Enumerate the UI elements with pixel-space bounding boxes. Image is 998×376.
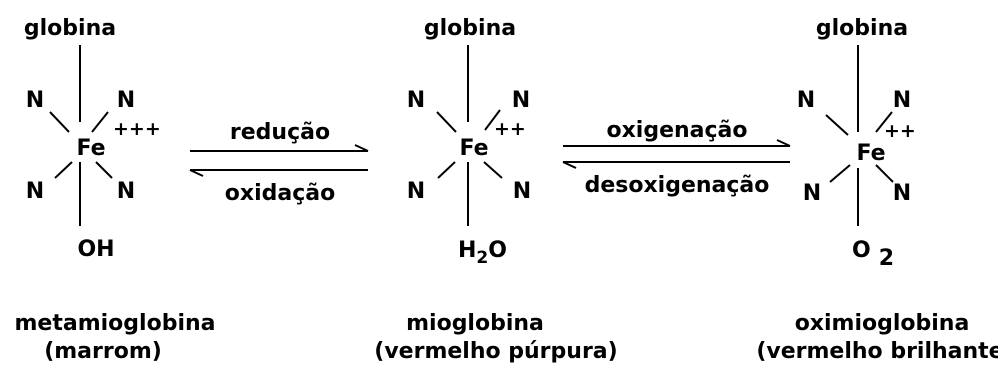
molecule-metamioglobina: globina N N N N Fe +++ OH metamioglobina… [15,16,216,364]
water-o: O [488,238,507,263]
oxygen-o: O [852,238,871,263]
forward-arrow-head [354,144,369,152]
water-subscript: 2 [476,248,488,268]
ligand-n-lower-right: N [513,179,531,204]
metal-charge: ++ [884,120,916,142]
molecule-color-note: (vermelho brilhante) [756,339,998,364]
backward-label: oxidação [225,181,335,206]
bond-upper-right [875,111,893,133]
bond-lower-right [875,164,894,183]
ligand-n-lower-left: N [407,179,425,204]
metal-fe: Fe [459,136,488,161]
bond-upper-left [825,114,849,136]
ligand-n-upper-right: N [893,88,911,113]
reaction-oxygenation-deoxygenation: oxigenação desoxigenação [562,118,791,198]
bond-upper-right [91,111,109,133]
bond-lower-right [95,161,113,179]
ligand-n-lower-right: N [117,179,135,204]
metal-fe: Fe [856,141,885,166]
forward-label: redução [230,120,330,145]
ligand-n-upper-left: N [407,88,425,113]
ligand-n-upper-left: N [26,88,44,113]
metal-fe: Fe [76,136,105,161]
bond-lower-left [437,161,456,179]
ligand-n-lower-left: N [26,179,44,204]
bond-lower-left [54,161,73,179]
metal-charge: +++ [113,118,161,140]
backward-label: desoxigenação [585,173,770,198]
backward-arrow-head [189,169,204,177]
ligand-n-lower-right: N [893,181,911,206]
molecule-mioglobina: globina N N N N Fe ++ H2O mioglobina (ve… [374,16,617,364]
oxygen-subscript: 2 [879,246,894,271]
forward-arrow-head [776,139,791,147]
molecule-name: mioglobina [406,311,544,336]
bond-lower-left [829,164,851,183]
molecule-name: oximioglobina [795,311,970,336]
bond-upper-left [436,111,457,133]
forward-label: oxigenação [606,118,747,143]
ligand-n-upper-right: N [117,88,135,113]
molecule-color-note: (marrom) [44,339,162,364]
bond-lower-right [483,161,503,179]
molecule-color-note: (vermelho púrpura) [374,339,617,364]
molecule-name: metamioglobina [15,311,216,336]
ligand-n-upper-right: N [512,88,530,113]
bond-upper-right [484,109,501,131]
ligand-n-upper-left: N [797,88,815,113]
top-group-label: globina [24,16,116,41]
top-group-label: globina [424,16,516,41]
bottom-group-water: H2O [458,238,507,268]
metal-charge: ++ [494,118,526,140]
ligand-n-lower-left: N [803,181,821,206]
top-group-label: globina [816,16,908,41]
bottom-group-oh: OH [77,237,114,262]
reaction-reduction-oxidation: redução oxidação [189,120,369,206]
water-h: H [458,238,476,263]
bond-upper-left [49,111,70,133]
backward-arrow-head [562,161,577,169]
